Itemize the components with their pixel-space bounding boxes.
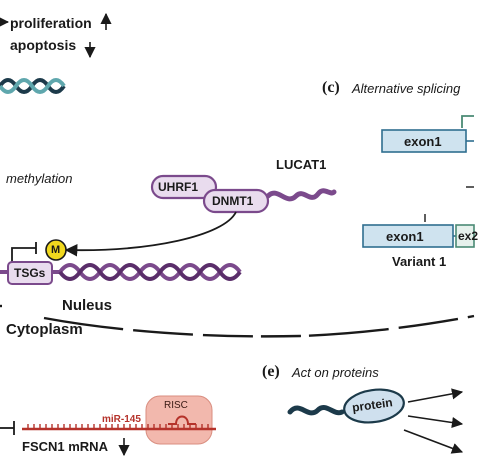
mir145-hairpin — [168, 415, 196, 425]
ex2-label: ex2 — [458, 229, 478, 243]
risc-label: RISC — [164, 400, 188, 411]
rna-strand-protein — [287, 405, 345, 416]
tsgs-label: TSGs — [14, 266, 46, 280]
output-arrow-2 — [407, 415, 464, 429]
proliferation-label: proliferation — [10, 15, 92, 31]
variant-label: Variant 1 — [392, 254, 447, 269]
exon1-bottom-label: exon1 — [386, 229, 424, 244]
cytoplasm-label: Cytoplasm — [6, 321, 83, 338]
panel-c-letter: (c) — [322, 79, 340, 96]
dnmt1-label: DNMT1 — [212, 194, 254, 208]
promoter-block-icon — [11, 247, 36, 262]
fscn1-mrna-strand — [22, 424, 216, 431]
risc-complex — [145, 395, 213, 445]
exon1-top-label: exon1 — [404, 134, 442, 149]
output-arrow-1 — [407, 388, 464, 403]
uhrf1-box — [150, 174, 218, 200]
exon-row-top — [381, 115, 474, 153]
protein-blob — [343, 388, 405, 424]
methylation-arrow — [64, 211, 237, 257]
dna-helix-top — [0, 78, 66, 94]
nucleus-label: Nuleus — [62, 297, 113, 314]
lucat1-rna — [265, 188, 337, 202]
mir145-label: miR-145 — [102, 414, 141, 425]
methyl-mark-label: M — [51, 244, 61, 256]
apoptosis-label: apoptosis — [10, 37, 77, 53]
exon-row-bottom — [362, 186, 475, 248]
panel-e-title: Act on proteins — [292, 365, 379, 380]
methylation-label: methylation — [6, 171, 73, 186]
output-arrow-3 — [403, 429, 464, 454]
nuclear-membrane — [43, 314, 475, 338]
lucat1-label: LUCAT1 — [276, 157, 327, 172]
methyl-mark-icon — [45, 239, 67, 261]
uhrf1-label: UHRF1 — [158, 180, 199, 194]
panel-e-letter: (e) — [262, 363, 280, 380]
ex2-box — [455, 224, 475, 248]
fscn1-mrna-label: FSCN1 mRNA — [22, 439, 108, 454]
tsgs-box — [7, 261, 53, 285]
panel-c-title: Alternative splicing — [352, 81, 461, 96]
